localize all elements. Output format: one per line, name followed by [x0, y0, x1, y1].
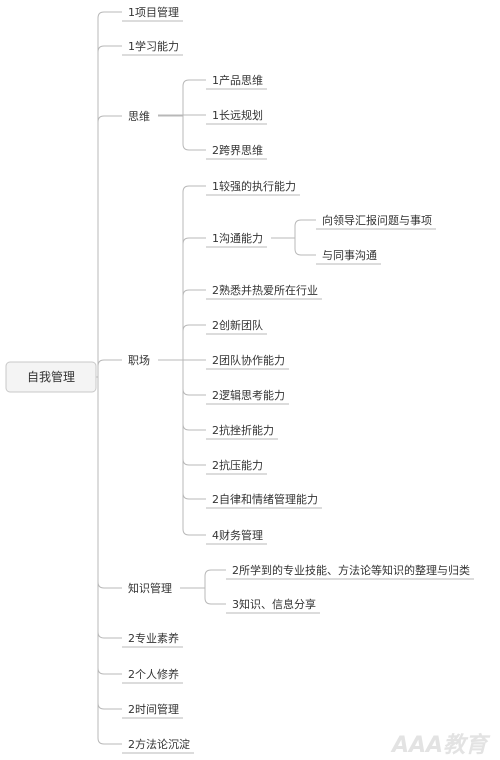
node-level2-3-8: 2自律和情绪管理能力 [212, 492, 318, 506]
node-level2-3-6: 2抗挫折能力 [212, 423, 274, 437]
node-level2-3-2: 2熟悉并热爱所在行业 [212, 283, 318, 297]
branch-line-2-2 [158, 115, 206, 151]
branch-line-6 [96, 376, 122, 675]
root-node-label: 自我管理 [27, 369, 75, 384]
node-level2-3-4: 2团队协作能力 [212, 353, 285, 367]
branch-line-3-0 [158, 185, 206, 361]
node-level2-3-1: 1沟通能力 [212, 231, 263, 245]
node-level1-0: 1项目管理 [128, 5, 179, 19]
branch-line-4-1 [180, 587, 226, 605]
branch-line-2 [96, 115, 122, 378]
node-level1-4: 知识管理 [128, 581, 172, 595]
branch-line-1 [96, 45, 122, 378]
branch-line-3 [96, 359, 122, 378]
watermark-logo: AAA教育 [390, 732, 491, 758]
branch-line-2-0 [158, 79, 206, 117]
node-level3-3-1-0: 向领导汇报问题与事项 [322, 213, 432, 227]
branch-line-5 [96, 376, 122, 639]
node-level1-7: 2时间管理 [128, 702, 179, 716]
branch-line-4-0 [180, 569, 226, 589]
node-level2-3-9: 4财务管理 [212, 528, 263, 542]
node-level1-6: 2个人修养 [128, 667, 179, 681]
node-level2-3-0: 1较强的执行能力 [212, 179, 296, 193]
branch-line-3-3 [158, 324, 206, 361]
branch-line-4 [96, 376, 122, 589]
node-level2-4-1: 3知识、信息分享 [232, 597, 316, 611]
branch-line-3-1-0 [271, 219, 316, 239]
node-level2-2-0: 1产品思维 [212, 73, 263, 87]
node-level2-4-0: 2所学到的专业技能、方法论等知识的整理与归类 [232, 563, 470, 577]
node-level1-2: 思维 [128, 110, 150, 123]
branch-line-3-2 [158, 289, 206, 361]
node-level1-5: 2专业素养 [128, 631, 179, 645]
node-level2-3-5: 2逻辑思考能力 [212, 388, 285, 402]
branch-line-3-1-1 [271, 237, 316, 256]
branch-line-3-5 [158, 359, 206, 396]
root-node-box [5, 361, 97, 393]
branch-line-7 [96, 376, 122, 710]
node-level1-8: 2方法论沉淀 [128, 737, 190, 751]
connector-lines [96, 11, 474, 754]
node-level2-3-7: 2抗压能力 [212, 458, 263, 472]
node-level1-3: 职场 [128, 353, 150, 367]
branch-line-8 [96, 376, 122, 745]
node-level1-1: 1学习能力 [128, 39, 179, 53]
branch-line-3-1 [158, 237, 206, 361]
node-level2-2-1: 1长远规划 [212, 108, 263, 122]
branch-line-3-7 [158, 359, 206, 466]
node-level2-3-3: 2创新团队 [212, 318, 263, 332]
node-level2-2-2: 2跨界思维 [212, 144, 263, 157]
branch-line-0 [96, 11, 122, 378]
node-level3-3-1-1: 与同事沟通 [322, 249, 377, 262]
branch-line-3-9 [158, 359, 206, 536]
